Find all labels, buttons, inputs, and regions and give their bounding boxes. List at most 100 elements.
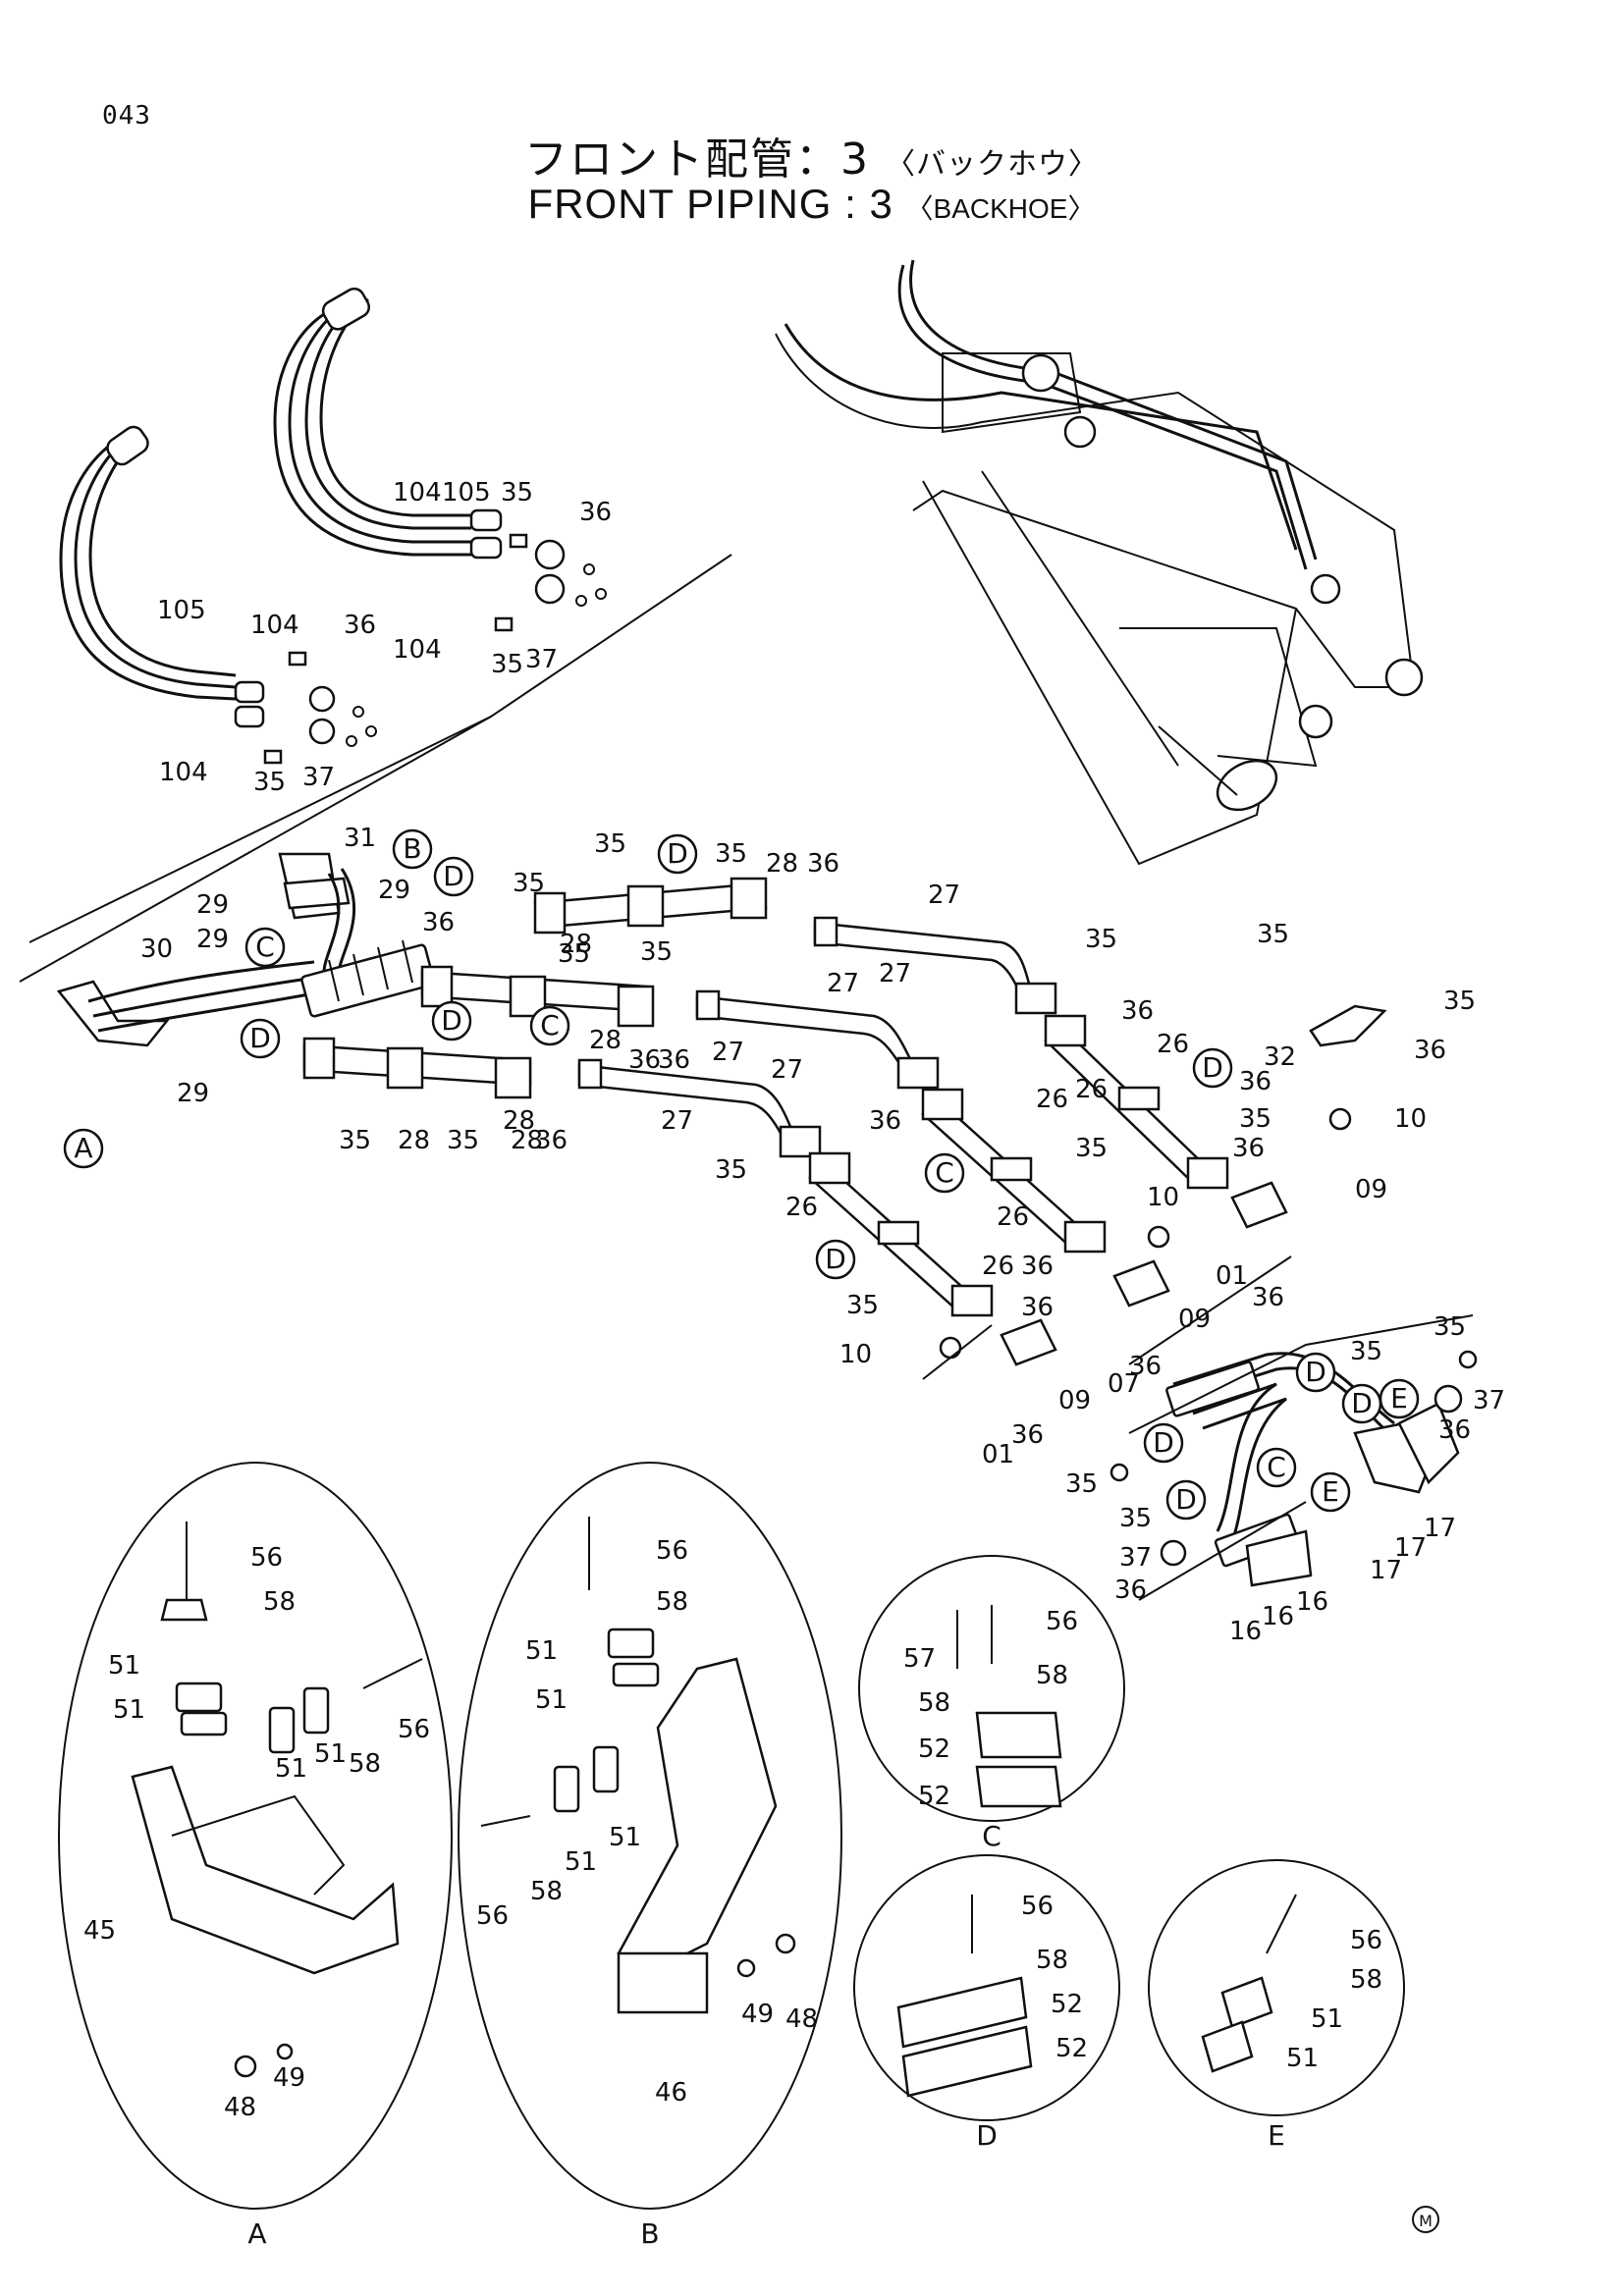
svg-text:C: C — [1267, 1451, 1286, 1483]
part-number-27: 27 — [827, 969, 859, 998]
hose-group-lower — [59, 425, 377, 765]
title-english-main: FRONT PIPING : 3 — [527, 181, 893, 227]
part-number-35: 35 — [846, 1291, 879, 1320]
part-number-36: 36 — [1438, 1415, 1471, 1445]
part-number-35: 35 — [447, 1126, 479, 1155]
part-number-58: 58 — [530, 1877, 563, 1906]
part-number-35: 35 — [1350, 1337, 1382, 1366]
part-number-27: 27 — [771, 1055, 803, 1085]
part-number-26: 26 — [997, 1202, 1029, 1232]
part-number-27: 27 — [712, 1038, 744, 1067]
part-number-35: 35 — [491, 650, 523, 679]
part-number-35: 35 — [640, 937, 673, 967]
part-number-35: 35 — [715, 839, 747, 869]
callout-c: C — [1256, 1447, 1297, 1488]
part-number-36: 36 — [1414, 1036, 1446, 1065]
part-number-10: 10 — [1394, 1104, 1427, 1134]
part-number-16: 16 — [1262, 1602, 1294, 1631]
part-number-36: 36 — [1239, 1067, 1271, 1096]
hose-group-upper — [273, 287, 607, 632]
callout-d: D — [815, 1239, 856, 1280]
part-number-09: 09 — [1355, 1175, 1387, 1204]
part-number-26: 26 — [1075, 1075, 1108, 1104]
part-number-56: 56 — [656, 1536, 688, 1566]
part-number-36: 36 — [1114, 1575, 1147, 1605]
svg-text:C: C — [540, 1009, 560, 1041]
part-number-17: 17 — [1370, 1556, 1402, 1585]
detail-oval-a — [58, 1462, 453, 2210]
part-number-37: 37 — [525, 645, 558, 674]
part-number-105: 105 — [157, 596, 206, 625]
part-number-104: 104 — [393, 478, 442, 507]
callout-c: C — [529, 1005, 570, 1046]
part-number-104: 104 — [250, 611, 299, 640]
part-number-35: 35 — [501, 478, 533, 507]
title-japanese-sub: 〈バックホウ〉 — [886, 147, 1099, 182]
part-number-52: 52 — [1051, 1990, 1083, 2019]
part-number-36: 36 — [869, 1106, 901, 1136]
part-number-35: 35 — [1443, 987, 1476, 1016]
part-number-46: 46 — [655, 2078, 687, 2108]
svg-text:D: D — [249, 1022, 271, 1054]
part-number-01: 01 — [1216, 1261, 1248, 1291]
part-number-28: 28 — [398, 1126, 430, 1155]
svg-text:D: D — [1305, 1356, 1326, 1388]
callout-c: C — [924, 1152, 965, 1194]
part-number-36: 36 — [1021, 1252, 1054, 1281]
part-number-35: 35 — [1257, 920, 1289, 949]
part-number-104: 104 — [393, 635, 442, 665]
callout-d: D — [240, 1018, 281, 1059]
part-number-16: 16 — [1229, 1617, 1262, 1646]
part-number-36: 36 — [1121, 996, 1154, 1026]
title-japanese-main: フロント配管：3 — [524, 134, 870, 185]
part-number-36: 36 — [628, 1045, 661, 1075]
part-number-01: 01 — [982, 1440, 1014, 1469]
part-number-48: 48 — [224, 2093, 256, 2122]
part-number-51: 51 — [565, 1847, 597, 1877]
part-number-17: 17 — [1424, 1514, 1456, 1543]
part-number-36: 36 — [422, 908, 455, 937]
part-number-35: 35 — [1119, 1504, 1152, 1533]
svg-text:E: E — [1322, 1475, 1339, 1508]
svg-text:D: D — [667, 837, 688, 870]
part-number-58: 58 — [1036, 1661, 1068, 1690]
part-number-35: 35 — [1075, 1134, 1108, 1163]
part-number-51: 51 — [108, 1651, 140, 1681]
part-number-35: 35 — [1085, 925, 1117, 954]
part-number-51: 51 — [525, 1636, 558, 1666]
part-number-58: 58 — [349, 1749, 381, 1779]
part-number-51: 51 — [1311, 2004, 1343, 2034]
part-number-58: 58 — [656, 1587, 688, 1617]
detail-circle-c — [858, 1555, 1125, 1822]
part-number-28: 28 — [503, 1106, 535, 1136]
part-number-35: 35 — [1239, 1104, 1271, 1134]
svg-text:D: D — [1351, 1387, 1373, 1419]
part-number-26: 26 — [982, 1252, 1014, 1281]
detail-circle-d — [853, 1854, 1120, 2121]
svg-text:D: D — [1153, 1426, 1174, 1459]
svg-text:B: B — [403, 832, 421, 865]
callout-d: D — [1295, 1352, 1336, 1393]
title-english-sub: 〈BACKHOE〉 — [905, 193, 1096, 224]
part-number-51: 51 — [1286, 2044, 1319, 2073]
callout-d: D — [1341, 1383, 1382, 1424]
part-number-35: 35 — [339, 1126, 371, 1155]
part-number-37: 37 — [1119, 1543, 1152, 1573]
part-number-29: 29 — [196, 890, 229, 920]
part-number-36: 36 — [658, 1045, 690, 1075]
part-number-56: 56 — [398, 1715, 430, 1744]
part-number-45: 45 — [83, 1916, 116, 1946]
detail-caption-d: D — [976, 2119, 998, 2152]
part-number-48: 48 — [785, 2004, 818, 2034]
part-number-37: 37 — [1473, 1386, 1505, 1415]
part-number-07: 07 — [1108, 1369, 1140, 1399]
part-number-58: 58 — [263, 1587, 296, 1617]
svg-text:D: D — [1175, 1483, 1197, 1516]
part-number-56: 56 — [250, 1543, 283, 1573]
detail-caption-a: A — [247, 2217, 266, 2250]
part-number-36: 36 — [1021, 1293, 1054, 1322]
callout-e: E — [1379, 1378, 1420, 1419]
part-number-28: 28 — [511, 1126, 543, 1155]
